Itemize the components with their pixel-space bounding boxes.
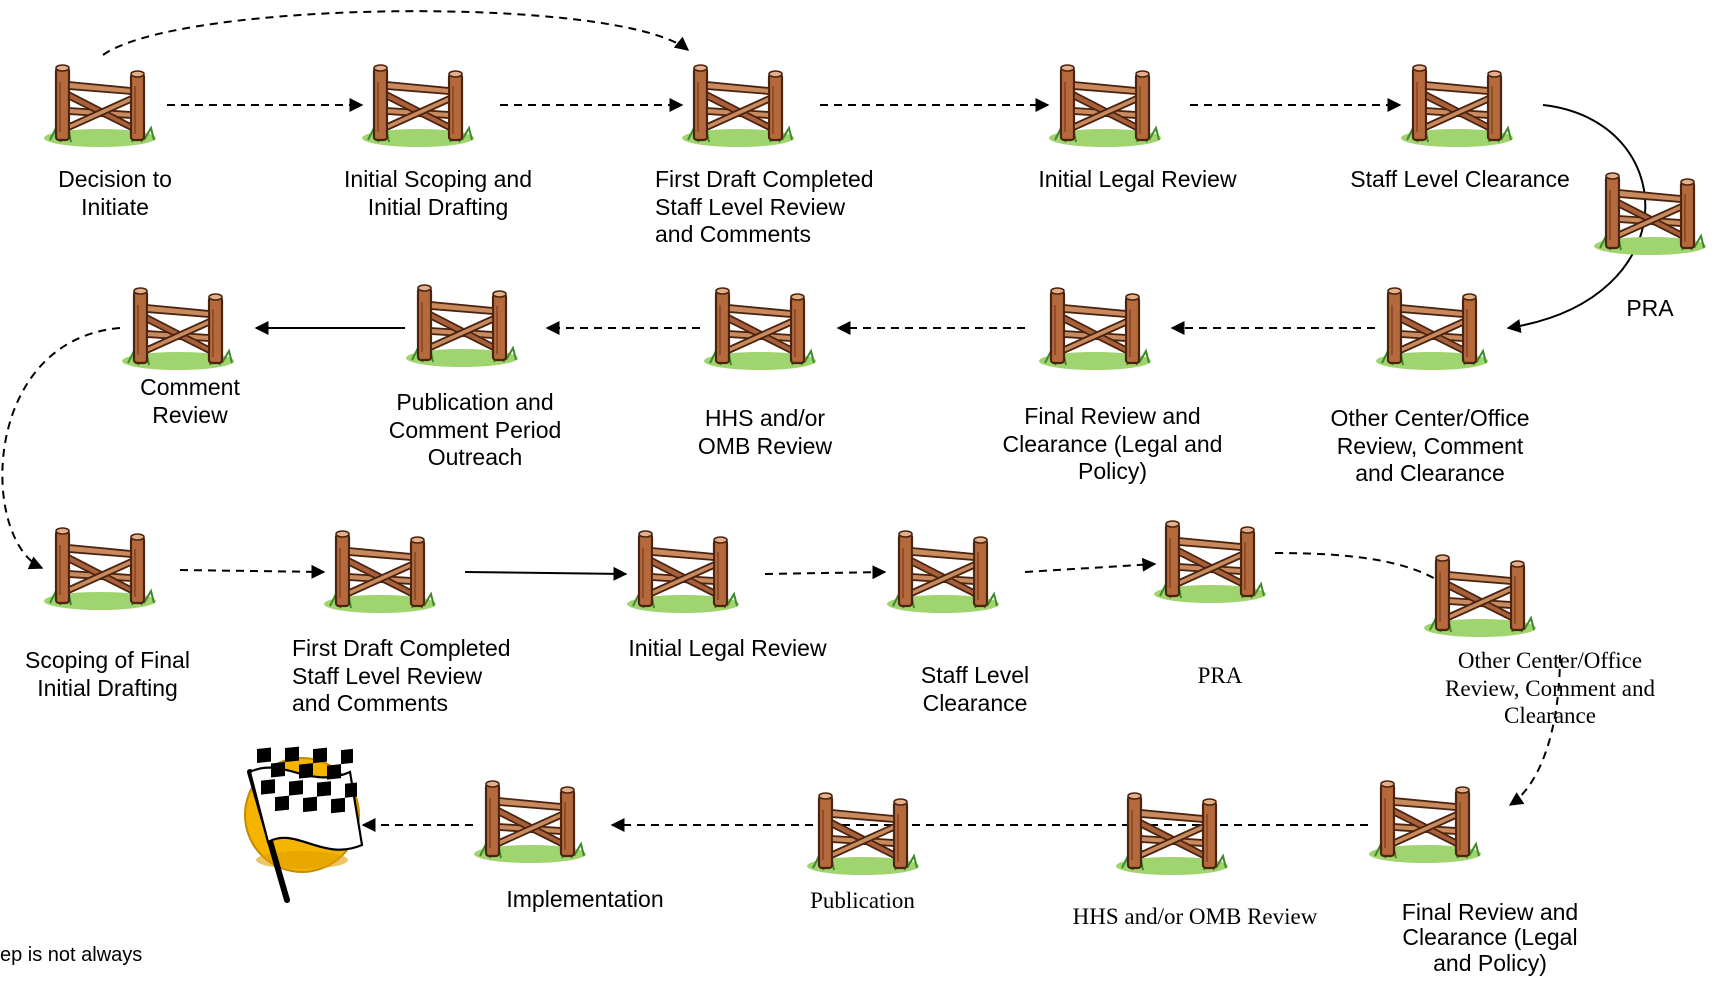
footnote-text: ep is not always [0, 944, 143, 966]
step-label-hhs-omb-review-final: HHS and/or OMB Review [1072, 904, 1318, 929]
step-label-scoping-of-final: Scoping of Final Initial Drafting [25, 647, 190, 701]
step-label-decision-to-initiate: Decision to Initiate [58, 166, 172, 220]
step-label-publication: Publication [810, 888, 915, 913]
wooden-fence-gate-icon [360, 63, 476, 149]
wooden-fence-gate-icon [42, 63, 158, 149]
connector-14-15 [764, 565, 887, 580]
wooden-fence-gate-icon [42, 526, 158, 612]
step-label-first-draft: First Draft Completed Staff Level Review… [655, 166, 874, 248]
wooden-fence-gate-icon [625, 529, 741, 615]
wooden-fence-gate-icon [1114, 791, 1230, 877]
wooden-fence-gate-icon [885, 529, 1001, 615]
wooden-fence-gate-icon [1152, 519, 1268, 605]
wooden-fence-gate-icon [1399, 63, 1515, 149]
checkered-finish-flag-icon [244, 746, 364, 903]
wooden-fence-gate-icon [1422, 553, 1538, 639]
connector-13-14 [464, 566, 628, 581]
step-label-final-review: Final Review and Clearance (Legal and Po… [1002, 403, 1223, 485]
step-label-hhs-omb-review: HHS and/or OMB Review [697, 405, 833, 459]
step-label-pra-final: PRA [1197, 663, 1243, 688]
wooden-fence-gate-icon [472, 779, 588, 865]
wooden-fence-gate-icon [1592, 171, 1708, 257]
step-label-other-center-review: Other Center/Office Review, Comment and … [1330, 405, 1530, 487]
step-label-publication-comment: Publication and Comment Period Outreach [388, 389, 562, 471]
wooden-fence-gate-icon [1367, 779, 1483, 865]
step-label-staff-level-clearance-final: Staff Level Clearance [920, 662, 1030, 716]
connector-16-17 [1274, 552, 1446, 586]
step-label-initial-scoping: Initial Scoping and Initial Drafting [344, 166, 532, 220]
step-label-other-center-review-final: Other Center/Office Review, Comment and … [1445, 648, 1655, 729]
connector-11-12 [1, 327, 121, 570]
step-label-final-review-final: Final Review and Clearance (Legal and Po… [1401, 899, 1579, 976]
wooden-fence-gate-icon [1374, 286, 1490, 372]
wooden-fence-gate-icon [120, 286, 236, 372]
step-label-implementation: Implementation [506, 886, 664, 912]
step-label-first-draft-final: First Draft Completed Staff Level Review… [292, 635, 511, 717]
wooden-fence-gate-icon [322, 529, 438, 615]
connector-15-16 [1024, 557, 1157, 573]
step-label-staff-level-clearance: Staff Level Clearance [1350, 166, 1570, 192]
step-label-initial-legal-review-final: Initial Legal Review [628, 635, 827, 661]
wooden-fence-gate-icon [1037, 286, 1153, 372]
wooden-fence-gate-icon [680, 63, 796, 149]
step-label-pra: PRA [1626, 295, 1674, 321]
wooden-fence-gate-icon [1047, 63, 1163, 149]
wooden-fence-gate-icon [805, 791, 921, 877]
connector-5-7 [1506, 104, 1647, 333]
step-label-initial-legal-review: Initial Legal Review [1038, 166, 1237, 192]
wooden-fence-gate-icon [404, 283, 520, 369]
step-label-comment-review: Comment Review [140, 374, 240, 428]
connectors [1, 10, 1647, 832]
wooden-fence-gate-icon [702, 286, 818, 372]
connector-loop-1-3 [102, 10, 690, 56]
connector-12-13 [179, 564, 326, 579]
